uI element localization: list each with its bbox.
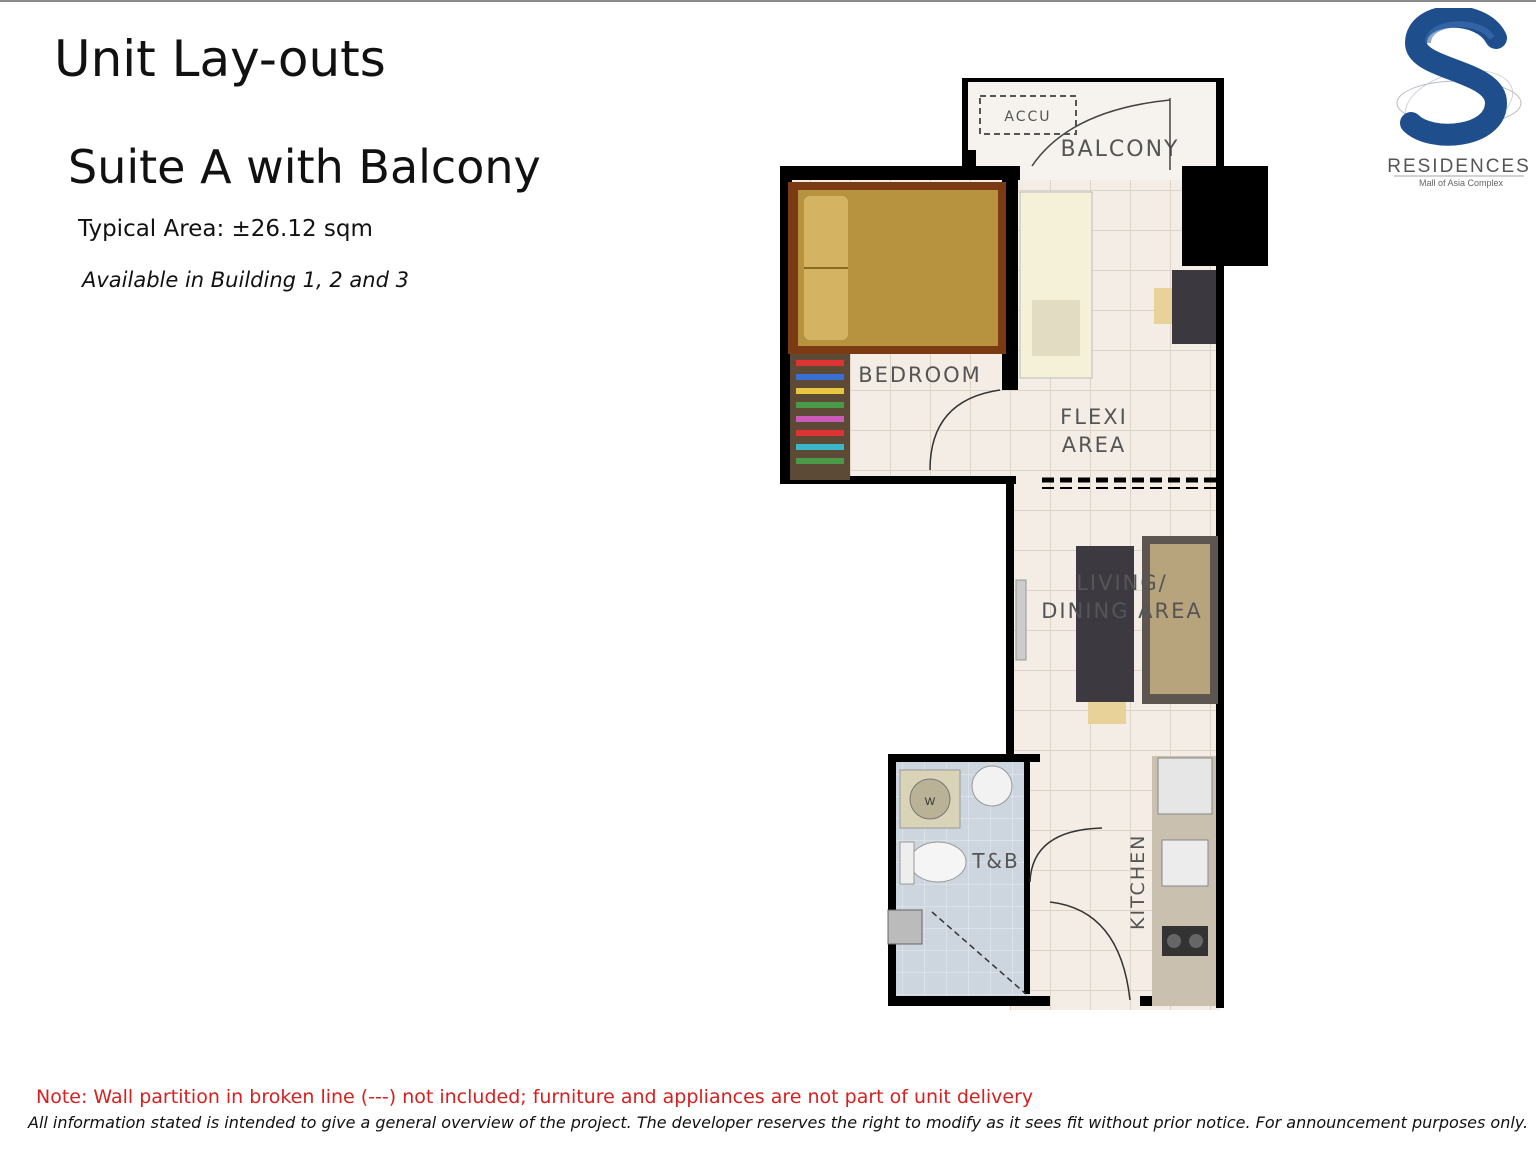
tv-console xyxy=(1015,579,1027,661)
footer-note: Note: Wall partition in broken line (---… xyxy=(36,1086,1034,1108)
unit-name: Suite A with Balcony xyxy=(68,140,541,194)
kitchen-label: KITCHEN xyxy=(1127,834,1149,930)
residences-logo: RESIDENCES Mall of Asia Complex xyxy=(1387,8,1531,188)
top-rule xyxy=(0,0,1536,2)
floor-plan: ACCU BALCONY BEDROOM FLEXI AREA xyxy=(780,78,1268,1010)
page-title: Unit Lay-outs xyxy=(54,30,386,88)
column xyxy=(1182,166,1268,266)
logo-tagline: Mall of Asia Complex xyxy=(1419,178,1504,188)
washer-icon: W xyxy=(925,796,936,808)
wardrobe xyxy=(790,354,850,480)
flexi-sofa xyxy=(1019,191,1093,379)
typical-area: Typical Area: ±26.12 sqm xyxy=(78,216,373,242)
logo-emblem-icon xyxy=(1396,8,1522,146)
availability: Available in Building 1, 2 and 3 xyxy=(82,268,409,292)
accu-label: ACCU xyxy=(1004,109,1051,125)
bed xyxy=(788,182,1006,354)
kitchen-counter xyxy=(1152,756,1216,1006)
bedroom-label: BEDROOM xyxy=(858,363,982,387)
dining-set xyxy=(1076,536,1218,724)
flexi-label-line2: AREA xyxy=(1062,433,1127,457)
footer-disclaimer: All information stated is intended to gi… xyxy=(28,1113,1529,1132)
flexi-label-line1: FLEXI xyxy=(1060,405,1128,429)
desk xyxy=(1172,270,1216,344)
bath-label: T&B xyxy=(971,849,1020,873)
logo-brand: RESIDENCES xyxy=(1387,156,1531,177)
living-label-line1: LIVING/ xyxy=(1076,571,1168,595)
bathroom-fixtures xyxy=(887,765,1013,945)
desk-chair xyxy=(1154,288,1172,324)
balcony-label: BALCONY xyxy=(1061,137,1180,162)
living-label-line2: DINING AREA xyxy=(1041,599,1203,623)
